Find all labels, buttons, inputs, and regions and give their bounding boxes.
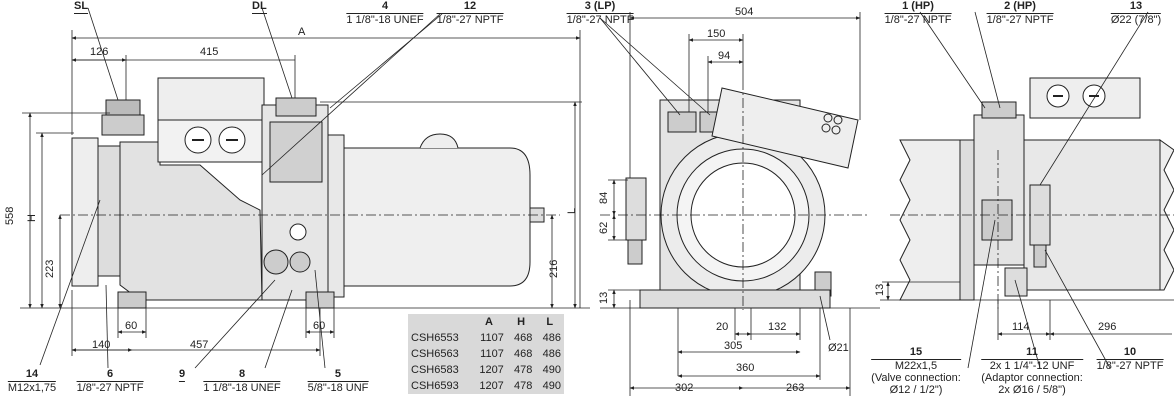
side-view <box>20 77 590 309</box>
dim-20: 20 <box>716 321 729 333</box>
dim-140: 140 <box>92 339 111 351</box>
dim-360: 360 <box>736 362 755 374</box>
dim-60b: 60 <box>313 320 326 332</box>
dim-94: 94 <box>718 50 731 62</box>
dim-263: 263 <box>786 382 805 394</box>
front-view <box>600 80 880 310</box>
dim-457: 457 <box>190 339 209 351</box>
dim-558: 558 <box>4 206 16 225</box>
rear-view <box>880 77 1174 310</box>
dim-21: Ø21 <box>828 342 849 354</box>
dim-150: 150 <box>707 28 726 40</box>
dim-A: A <box>298 26 306 38</box>
callout-3-lp: 3 (LP)1/8"-27 NPTF <box>566 0 634 26</box>
dim-216: 216 <box>548 259 560 278</box>
dim-62: 62 <box>598 221 610 234</box>
dim-84: 84 <box>598 191 610 204</box>
dim-305: 305 <box>724 340 743 352</box>
dim-13b: 13 <box>874 283 886 296</box>
rear-view-dimensions <box>882 11 1172 369</box>
dim-504: 504 <box>735 6 754 18</box>
dim-H: H <box>26 214 38 222</box>
dim-415: 415 <box>200 46 219 58</box>
dim-296: 296 <box>1098 321 1117 333</box>
side-view-dimensions <box>22 7 582 369</box>
callout-15: 15 M22x1,5 (Valve connection: Ø12 / 1/2"… <box>871 346 961 396</box>
dim-132: 132 <box>768 321 787 333</box>
callout-9: 9 <box>178 368 186 382</box>
dim-60a: 60 <box>125 320 138 332</box>
callout-11: 11 2x 1 1/4"-12 UNF (Adaptor connection:… <box>981 346 1083 396</box>
callout-2-hp: 2 (HP)1/8"-27 NPTF <box>986 0 1054 26</box>
dim-302: 302 <box>675 382 694 394</box>
callout-1-hp: 1 (HP)1/8"-27 NPTF <box>884 0 952 26</box>
label-dl: DL <box>252 0 267 14</box>
dim-L: L <box>566 207 578 214</box>
dim-126: 126 <box>90 46 109 58</box>
dim-223: 223 <box>44 259 56 278</box>
dim-114: 114 <box>1012 321 1030 333</box>
dim-13a: 13 <box>598 291 610 304</box>
label-sl: SL <box>74 0 89 14</box>
front-view-dimensions <box>599 12 861 396</box>
table-header-row: A H L <box>484 316 554 328</box>
